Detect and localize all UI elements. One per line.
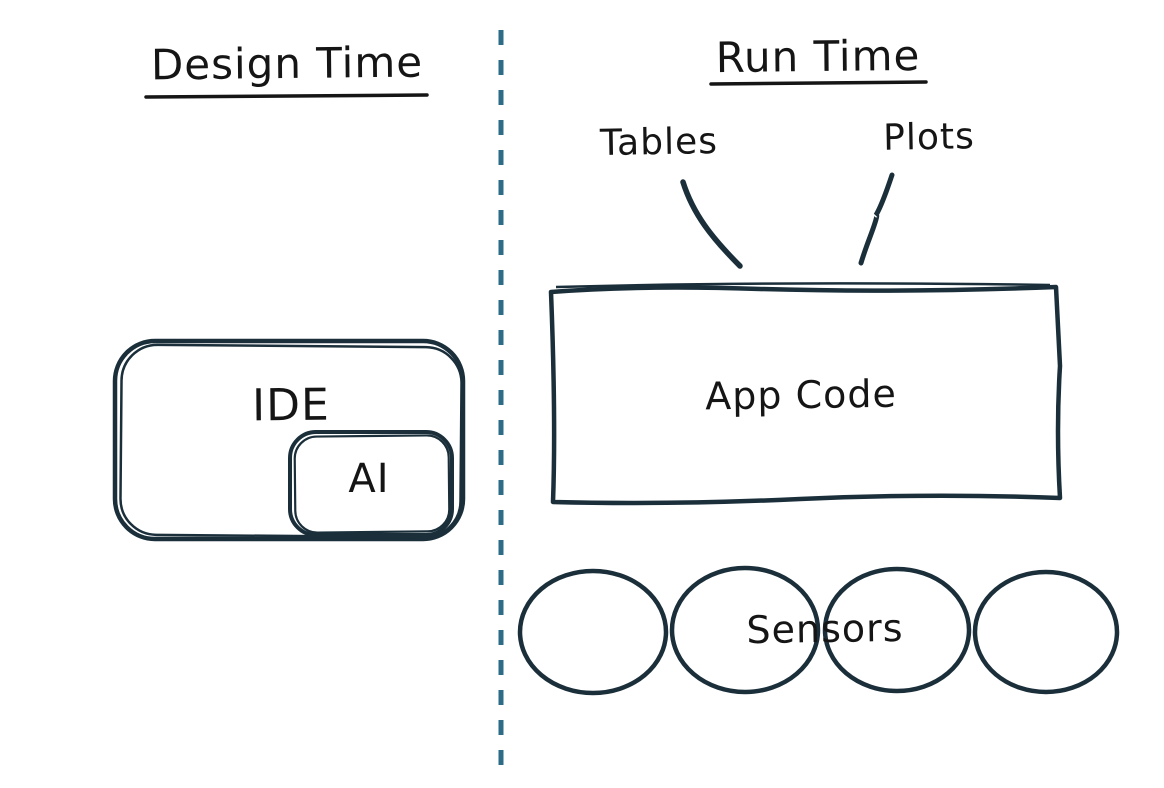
sensor-circle	[822, 566, 972, 694]
sensor-circle	[972, 569, 1120, 695]
sensors-label: Sensors	[746, 605, 904, 653]
ide-box-sketch-overstroke	[119, 343, 463, 539]
tables-label: Tables	[599, 120, 719, 165]
ai-box	[288, 430, 454, 537]
ide-label: IDE	[251, 379, 331, 432]
ai-box-sketch-overstroke	[293, 434, 451, 534]
sensor-circle	[669, 565, 821, 695]
plots-label: Plots	[882, 116, 976, 159]
app-code-label: App Code	[704, 371, 898, 419]
ide-box	[112, 338, 466, 542]
run-time-title: Run Time	[715, 30, 921, 83]
ai-label: AI	[348, 456, 390, 502]
tables-connector-line	[680, 179, 743, 269]
design-time-underline	[144, 93, 429, 99]
app-code-box	[548, 284, 1063, 506]
run-time-underline	[709, 80, 928, 86]
sensor-circle	[517, 568, 669, 696]
design-time-title: Design Time	[150, 37, 424, 90]
app-code-box-sketch-overstroke	[555, 282, 1051, 289]
plots-connector-line	[858, 172, 895, 266]
